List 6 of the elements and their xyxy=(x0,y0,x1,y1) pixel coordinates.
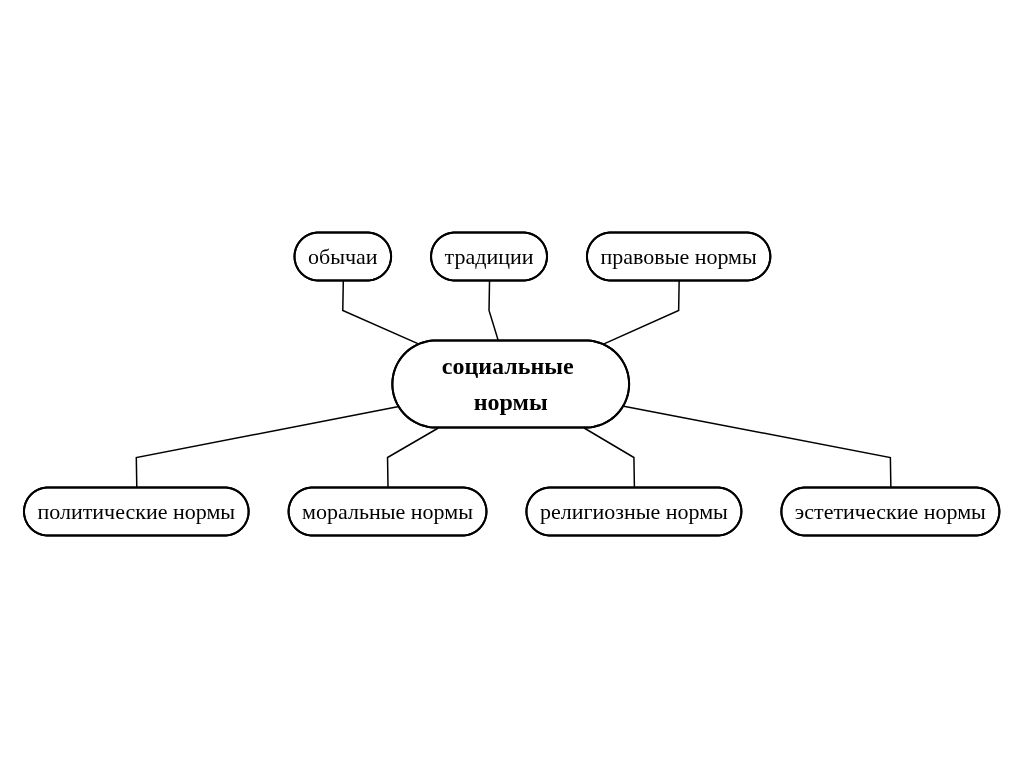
connector xyxy=(488,279,500,342)
connector xyxy=(623,405,892,489)
connector xyxy=(602,279,681,345)
connector xyxy=(135,405,400,489)
connector xyxy=(387,426,440,489)
connector xyxy=(583,426,636,489)
